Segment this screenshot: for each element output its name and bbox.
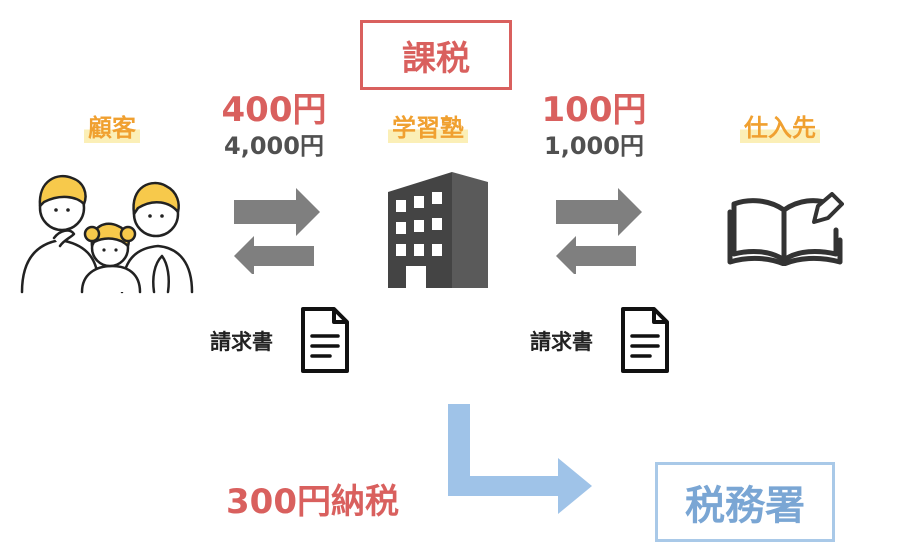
right-tax-amount: 100円 (541, 90, 647, 130)
building-icon (388, 172, 488, 288)
left-arrow-icon (556, 236, 636, 274)
customer-label: 顧客 (84, 108, 140, 143)
left-arrows (234, 188, 320, 274)
left-arrow-icon (234, 236, 314, 274)
tax-payment-text: 300円納税 (226, 482, 399, 522)
right-arrow-icon (556, 188, 642, 236)
tax-payment-arrow-icon (448, 404, 592, 514)
right-arrows (556, 188, 642, 274)
supplier-label: 仕入先 (740, 108, 820, 143)
left-price-amount: 4,000円 (224, 132, 324, 160)
taxable-box: 課税 (360, 20, 512, 90)
school-label: 学習塾 (388, 108, 468, 143)
left-tax-amount: 400円 (221, 90, 327, 130)
family-icon (20, 174, 194, 294)
left-invoice-label: 請求書 (210, 330, 273, 354)
document-icon (621, 307, 669, 373)
document-icon (301, 307, 349, 373)
right-arrow-icon (234, 188, 320, 236)
tax-office-box: 税務署 (655, 462, 835, 542)
right-price-amount: 1,000円 (544, 132, 644, 160)
book-pen-icon (727, 192, 844, 266)
right-invoice-label: 請求書 (530, 330, 593, 354)
